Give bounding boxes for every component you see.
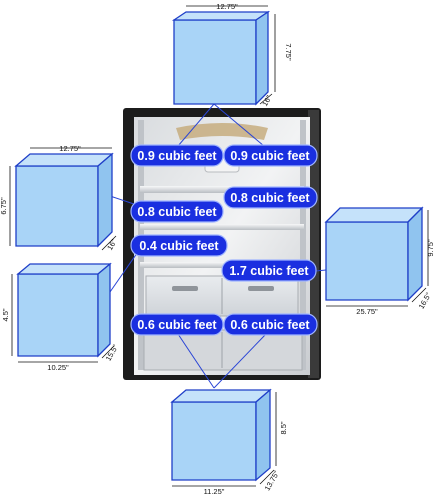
box-right-height: 9.75" xyxy=(426,239,435,257)
box-front xyxy=(325,221,409,301)
label-text: 0.9 cubic feet xyxy=(230,149,310,163)
label-pill xyxy=(130,200,224,223)
connector-lines xyxy=(109,103,327,389)
connector xyxy=(213,103,265,147)
box-right-width: 25.75" xyxy=(356,307,378,316)
label-text: 0.4 cubic feet xyxy=(139,239,219,253)
box-left-upper-depth: 16" xyxy=(105,237,118,251)
label-pill xyxy=(223,144,318,167)
box-bottom-width: 11.25" xyxy=(204,487,225,496)
label-pill xyxy=(130,234,228,257)
dim-line xyxy=(101,235,117,251)
box-left-lower-width: 10.25" xyxy=(47,363,69,372)
box-top-face xyxy=(324,207,424,223)
crisper-handle-left xyxy=(172,286,198,291)
box-top-face xyxy=(14,153,114,167)
dim-line xyxy=(101,345,115,359)
label-bottom-left: 0.6 cubic feet xyxy=(130,313,224,336)
box-bottom: 11.25" 8.5" 13.75" xyxy=(170,388,288,496)
box-side-face xyxy=(97,152,113,248)
bottom-bins xyxy=(143,329,303,371)
box-front xyxy=(173,19,257,105)
label-text: 0.8 cubic feet xyxy=(230,191,310,205)
label-text: 0.9 cubic feet xyxy=(137,149,217,163)
shelf-3 xyxy=(140,262,304,268)
label-text: 0.6 cubic feet xyxy=(230,318,310,332)
box-top-face xyxy=(171,11,271,21)
box-bottom-height: 8.5" xyxy=(279,421,288,434)
dim-line xyxy=(259,93,273,105)
box-left-upper: 12.75" 6.75" 16" xyxy=(0,144,119,252)
label-top-left: 0.9 cubic feet xyxy=(130,144,224,167)
connector xyxy=(315,269,327,272)
box-top-face xyxy=(170,389,272,403)
label-text: 0.8 cubic feet xyxy=(137,205,217,219)
box-front xyxy=(17,273,99,357)
box-right-depth: 16.5" xyxy=(417,291,434,311)
label-pill xyxy=(130,144,224,167)
box-top: 12.75" 7.75" 16" xyxy=(171,2,293,108)
box-left-upper-width: 12.75" xyxy=(59,144,81,153)
label-pill xyxy=(130,313,224,336)
box-top-width: 12.75" xyxy=(216,2,238,11)
label-bottom-right: 0.6 cubic feet xyxy=(223,313,318,336)
box-side-face xyxy=(255,388,271,482)
capacity-labels: 0.9 cubic feet 0.9 cubic feet 0.8 cubic … xyxy=(130,144,318,336)
shelf-2 xyxy=(140,224,304,230)
box-right: 25.75" 9.75" 16.5" xyxy=(324,206,435,316)
box-front xyxy=(15,165,99,247)
box-left-upper-height: 6.75" xyxy=(0,197,8,215)
label-pill xyxy=(221,259,317,282)
side-rail-right xyxy=(300,120,306,370)
label-text: 0.6 cubic feet xyxy=(137,318,217,332)
box-side-face xyxy=(97,262,111,358)
label-upper-left: 0.8 cubic feet xyxy=(130,200,224,223)
crisper-handle-right xyxy=(248,286,274,291)
fridge-door-edge xyxy=(308,110,319,378)
box-top-face xyxy=(16,263,112,275)
box-side-face xyxy=(407,206,423,302)
connector xyxy=(177,333,215,389)
box-top-height: 7.75" xyxy=(284,43,293,61)
label-mid-left: 0.4 cubic feet xyxy=(130,234,228,257)
box-left-lower: 10.25" 4.5" 15.5" xyxy=(1,262,120,372)
light-housing xyxy=(176,123,268,140)
box-side-face xyxy=(255,10,269,106)
label-pill xyxy=(223,313,318,336)
box-front xyxy=(171,401,257,481)
dim-line xyxy=(259,469,275,485)
label-text: 1.7 cubic feet xyxy=(229,264,309,278)
label-top-right: 0.9 cubic feet xyxy=(223,144,318,167)
connector xyxy=(213,333,267,389)
shelf-1 xyxy=(140,186,304,193)
label-upper-right: 0.8 cubic feet xyxy=(223,186,318,209)
box-left-lower-height: 4.5" xyxy=(1,308,10,321)
connector xyxy=(177,103,215,147)
label-pill xyxy=(223,186,318,209)
dim-line xyxy=(411,287,427,303)
label-crisper-right: 1.7 cubic feet xyxy=(221,259,317,282)
